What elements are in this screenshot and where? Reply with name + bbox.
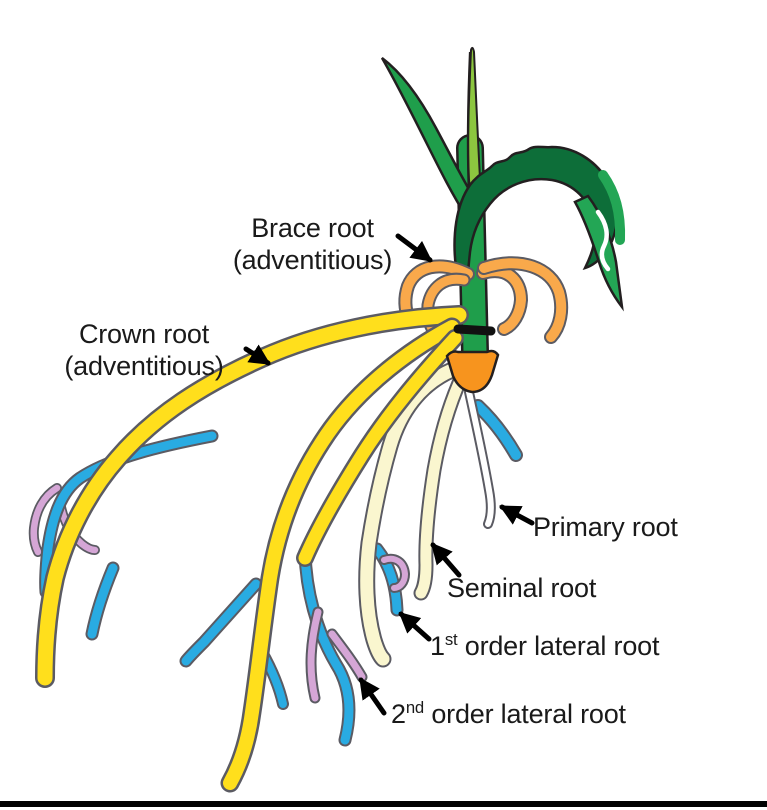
brace-root-label: Brace root (adventitious) <box>225 212 400 276</box>
stem-node-band <box>453 324 496 336</box>
second-order-number: 2 <box>391 699 406 729</box>
second-order-ordinal-suffix: nd <box>405 698 425 717</box>
first-order-number: 1 <box>430 631 445 661</box>
drooping-blade <box>573 194 624 312</box>
primary-root-label: Primary root <box>533 512 678 542</box>
seminal-root-arrow <box>430 542 462 578</box>
crown-root-label: Crown root (adventitious) <box>30 318 258 382</box>
brace-root-label-line1: Brace root <box>251 213 374 243</box>
spike-leaf-edge <box>466 51 472 196</box>
first-order-lateral-root-label: 1st order lateral root <box>430 630 659 662</box>
crown-root-arrow <box>243 344 271 366</box>
first-order-arrow <box>398 611 432 642</box>
second-order-lateral-root-label: 2nd order lateral root <box>391 698 626 730</box>
seed-group <box>445 349 500 394</box>
crown-root-label-line2: (adventitious) <box>64 351 224 381</box>
second-order-rest: order lateral root <box>424 699 626 729</box>
first-order-rest: order lateral root <box>457 631 660 661</box>
seminal-root-label: Seminal root <box>447 573 597 603</box>
second-order-arrow <box>358 677 387 716</box>
primary-root-arrow <box>499 504 535 526</box>
brace-root-arrow <box>395 233 433 263</box>
leaves-group <box>380 46 626 312</box>
first-order-ordinal-suffix: st <box>444 630 458 649</box>
arrows-group <box>243 233 535 716</box>
seed <box>445 349 500 394</box>
crown-root-label-line1: Crown root <box>78 319 210 349</box>
bottom-border <box>0 801 767 807</box>
leaf-sheen-highlight <box>595 209 611 272</box>
brace-root-label-line2: (adventitious) <box>232 245 393 275</box>
leaf-light-sliver <box>598 170 626 245</box>
